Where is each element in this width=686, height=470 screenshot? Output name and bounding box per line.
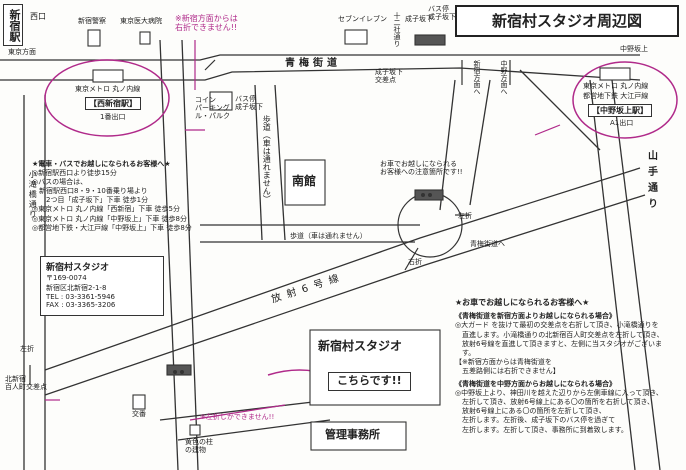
nakanosakaue-exit: A1出口 (610, 119, 634, 127)
bus-stop-left-label: バス停 成子坂下 (235, 95, 263, 112)
hosha6-top-edge (44, 167, 641, 371)
koban-label: 交番 (132, 410, 146, 418)
train-bus-line: ◎東京メトロ 丸ノ内線「中野坂上」下車 徒歩8分 (32, 214, 188, 223)
train-bus-section: ★電車・バスでお越しになられるお客様へ★ ◎新宿駅西口より徒歩15分 ◎バスの場… (32, 160, 202, 233)
left-turn-label-2: 左折 (20, 345, 34, 353)
ome-kaido-label: 青梅街道 (285, 58, 341, 69)
office-building (310, 421, 407, 451)
nakanosakaue-name: 【中野坂上駅】 (588, 104, 652, 118)
nishishinjuku-exit: 1番出口 (100, 113, 126, 121)
studio-info-name: 新宿村スタジオ (46, 263, 110, 273)
nishishinjuku-name: 【西新宿駅】 (85, 97, 141, 111)
ome-kaido-bottom-edge (0, 67, 641, 81)
train-bus-line: ◎東京メトロ 丸ノ内線「西新宿」下車 徒歩5分 (32, 205, 181, 214)
narukozaka-intersection-label: 成子坂下 交差点 (375, 68, 403, 85)
seven-eleven-label: セブンイレブン (338, 15, 387, 23)
yamate-dori-right (611, 79, 661, 470)
shinjuku-route-line: 放射6号線を直進して頂きますと、左側に当スタジオがございま (455, 339, 662, 348)
nakano-route-line: 左折します。左折して頂き、事務所に到着致します。 (455, 425, 628, 434)
bus-stop-right-label: バス停 成子坂下 (428, 5, 456, 22)
to-nakano-label: 中野方面へ (500, 60, 509, 95)
central-road-left (159, 39, 179, 470)
west-exit-label: 西口 (30, 12, 46, 21)
train-bus-line: 新宿駅西口8・9・10番乗り場より (32, 187, 148, 196)
train-bus-line: ◎都営地下鉄・大江戸線「中野坂上」下車 徒歩8分 (32, 223, 192, 232)
left-only-notice: ※左折しかできません!! (200, 413, 275, 421)
studio-postal: 〒169-0074 (46, 274, 87, 282)
studio-sign-label: 新宿村スタジオ (318, 339, 403, 353)
shinjuku-route-line: 直進します。小滝橋通りの北新宿百人町交差点を左折して頂き、 (455, 330, 664, 339)
nakanosakaue-lines-1: 東京メトロ 丸ノ内線 (583, 82, 649, 90)
train-bus-heading: ★電車・バスでお越しになられるお客様へ★ (32, 160, 171, 168)
shinjuku-route-line: す。 (455, 348, 476, 357)
train-bus-line: ◎新宿駅西口より徒歩15分 (32, 169, 117, 178)
junisha-dori-label: 十二社通り (393, 12, 402, 47)
shinjuku-route-line: ◎大ガード を抜けて最初の交差点を右折して頂き、小滝橋通りを (455, 321, 659, 330)
yellow-pillar-label: 黄色の柱 の建物 (185, 438, 213, 455)
nishishinjuku-lines: 東京メトロ 丸ノ内線 (75, 85, 141, 93)
to-shinjuku-label: 新宿方面へ (473, 60, 482, 95)
nakano-route-line: 左折します。左折後、成子坂下のバス停を過ぎて (455, 416, 616, 425)
kitashinjuku-crossing-label: 北新宿 百人町交差点 (5, 375, 47, 392)
nakano-route-line: 左折して頂き、放射6号線上にある〇の箇所を右折して頂き、 (455, 398, 655, 407)
shinjuku-route-line: 五差路側には右折できません】 (455, 366, 560, 375)
studio-address: 新宿区北新宿2-1-8 (46, 284, 107, 292)
ome-kaido-to-label: 青梅街道へ (470, 240, 505, 248)
studio-fax: FAX : 03-3365-3206 (46, 301, 116, 309)
yamate-dori-left (589, 79, 636, 470)
nishishinjuku-circle (44, 59, 170, 137)
koban-label-top: 成子坂下 (405, 15, 433, 23)
left-turn-label-1: 左折 (458, 212, 472, 220)
hosha6-bottom-edge (44, 194, 646, 396)
car-section: ★お車でお越しになられるお客様へ★ 《青梅街道を新宿方面よりお越しになられる場合… (455, 298, 683, 435)
right-turn-label: 右折 (408, 258, 422, 266)
train-bus-line: ◎バスの場合は、 (32, 178, 88, 187)
shinjuku-route-heading: 《青梅街道を新宿方面よりお越しになられる場合》 (455, 312, 616, 321)
minami-kan-building (284, 159, 326, 206)
sidewalk-vertical-right (274, 84, 286, 241)
nakano-route-line: 放射6号線上にある〇の箇所を左折して頂き、 (455, 407, 606, 416)
to-toshin-label: 東京方面 (8, 48, 36, 56)
car-heading: ★お車でお越しになられるお客様へ★ (455, 298, 590, 307)
shinjuku-station-label: 新宿駅 (3, 4, 23, 46)
sidewalk-vertical-label: 歩道（車は通れません） (262, 115, 272, 203)
car-notice-label: お車でお越しになられる お客様への注意箇所です!! (380, 160, 463, 177)
train-bus-line: 2つ目「成子坂下」下車 徒歩1分 (32, 196, 149, 205)
shinjuku-route-line: 【※新宿方面からは青梅街道を (455, 357, 552, 366)
studio-tel: TEL : 03-3361-5946 (46, 293, 115, 301)
nakanosakaue-direction-label: 中野坂上 (620, 45, 648, 53)
sign-here-label: こちらです!! (328, 372, 411, 391)
page-title: 新宿村スタジオ周辺図 (455, 5, 679, 37)
sidewalk-vertical-left (254, 84, 263, 241)
police-label: 新宿警察 (78, 17, 106, 25)
coin-parking-label: コイン パーキング ル・パルク (195, 96, 230, 121)
yamate-dori-label: 山手通り (645, 150, 657, 214)
central-road-right (181, 39, 199, 470)
nakano-route-heading: 《青梅街道を中野方面からお越しになられる場合》 (455, 380, 616, 389)
odakibashi-label: 小滝橋通り (28, 170, 38, 220)
no-right-turn-notice: ※新宿方面からは 右折できません!! (175, 14, 238, 33)
nakano-route-line: ◎中野坂上より、神田川を越えた辺りから左側車線に入って頂き、 (455, 389, 663, 398)
nakanosakaue-circle (572, 61, 678, 139)
minami-kan-label: 南館 (292, 174, 317, 188)
studio-info-box: 新宿村スタジオ 〒169-0074 新宿区北新宿2-1-8 TEL : 03-3… (40, 256, 164, 316)
nakanosakaue-lines-2: 都営地下鉄 大江戸線 (583, 92, 649, 100)
office-label: 管理事務所 (325, 428, 380, 441)
hospital-label: 東京医大病院 (120, 17, 162, 25)
studio-sign-box (309, 329, 441, 406)
sidewalk-horizontal-label: 歩道（車は通れません） (290, 232, 367, 240)
